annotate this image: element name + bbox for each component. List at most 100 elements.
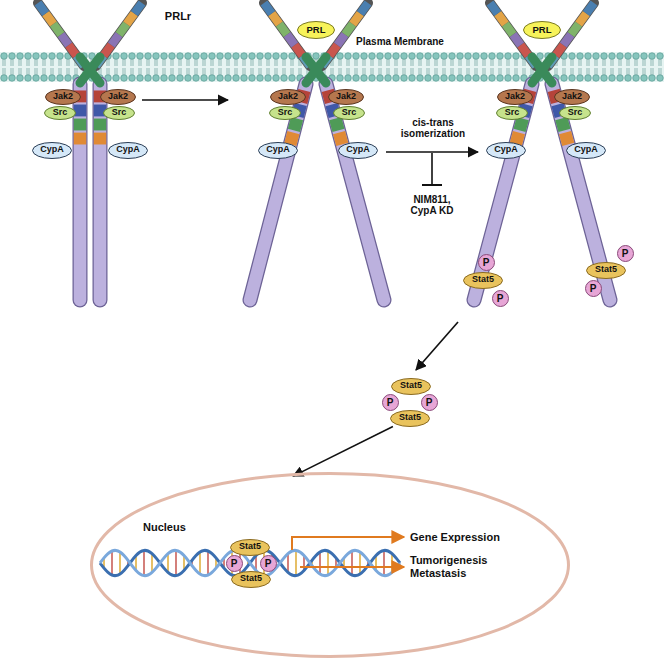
node-shape [487,142,526,158]
base-pair [143,550,145,576]
node-label: Stat5 [399,413,421,423]
node-shape [585,280,601,296]
receptor-arm-stripe [556,45,564,56]
nucleus: NucleusStat5PPStat5 [90,472,570,658]
node-label: Stat5 [472,275,494,285]
base-pair [295,550,297,576]
node-shape [421,394,437,410]
node-label: Src [342,108,357,118]
node-shape [104,107,135,120]
receptor-arm-stripe [264,3,272,14]
inhibition-line [431,153,433,185]
receptor-arm-stripe [295,45,303,56]
receptor-domain [565,133,568,145]
outcome-arrow [300,566,404,568]
node-label: Stat5 [239,542,261,552]
receptor-domain [94,119,107,131]
receptor-arm-stripe [360,3,368,14]
prl-receptor [38,3,142,300]
base-pair [319,552,321,575]
node-shape [339,142,378,158]
jak2-kinase: Jak2 [554,89,590,105]
receptor-arm-stripe [69,45,77,56]
node-shape [231,539,270,555]
base-pair [207,551,209,576]
phosphate: P [421,394,438,411]
node-label: Nucleus [143,521,186,533]
node-label: P [426,397,433,408]
node-label: Stat5 [595,265,617,275]
base-pair [383,550,385,576]
node-label: P [622,248,629,259]
node-shape [33,142,72,158]
receptor-arm-stripe [127,14,135,25]
node-label: P [590,283,597,294]
node-shape [109,142,148,158]
node-label: Src [568,108,583,118]
node-shape [492,290,508,306]
base-pair [119,552,121,575]
src-kinase: Src [44,106,76,120]
node-shape [498,90,533,105]
node-label: Stat5 [240,574,262,584]
node-shape [524,22,561,39]
stat5-protein: Stat5 [463,272,503,289]
node-shape [555,90,590,105]
node-shape [101,90,136,105]
receptor-arm-stripe [119,24,127,35]
node-shape [587,262,626,278]
base-pair [359,552,361,575]
node-shape [92,474,569,657]
node-label: Jak2 [278,92,298,102]
receptor-rod [74,84,87,300]
node-shape [259,142,298,158]
receptor-arm-stripe [505,24,513,35]
cyclophilin-a: CypA [32,142,72,159]
receptor-arm-stripe [579,14,587,25]
receptor-rod-outline [73,84,88,300]
node-label: CypA [40,145,64,155]
jak2-kinase: Jak2 [328,89,364,105]
cyclophilin-a: CypA [486,142,526,159]
node-shape [334,107,365,120]
receptor-arm-stripe [272,14,280,25]
node-label: Stat5 [400,381,422,391]
node-shape [46,90,81,105]
node-label: Src [53,108,68,118]
receptor-arm-stripe [513,35,521,46]
node-label: P [231,558,238,569]
jak2-kinase: Jak2 [497,89,533,105]
transmembrane-domain [80,57,100,83]
prl-receptor [474,3,610,300]
receptor-arm-stripe [490,3,498,14]
stat5-protein: Stat5 [391,378,431,395]
phosphate: P [585,280,602,297]
node-outline [90,472,570,658]
transmembrane-domain [80,57,100,83]
receptor-domain [290,133,293,145]
jak2-kinase: Jak2 [270,89,306,105]
src-kinase: Src [269,106,301,120]
stat5-protein: Stat5 [231,571,271,588]
inhibitor-label: NIM811, CypA KD [400,194,464,217]
cyclophilin-a: CypA [338,142,378,159]
cyclophilin-a: CypA [258,142,298,159]
receptor-domain [561,119,564,131]
base-pair [199,552,201,575]
node-shape [464,272,503,288]
node-label: Jak2 [108,92,128,102]
receptor-rod-outline [250,84,306,300]
node-label: CypA [494,145,518,155]
node-label: Src [505,108,520,118]
expression-arrow [292,537,404,550]
jak2-kinase: Jak2 [100,89,136,105]
receptor-arm-stripe [111,35,119,46]
translocation-arrow [416,322,458,370]
receptor-arm-stripe [38,3,46,14]
phosphate: P [617,245,634,262]
transmembrane-domain [306,57,326,83]
src-kinase: Src [333,106,365,120]
translocation-arrow [293,427,393,477]
receptor-arm-stripe [498,14,506,25]
stat5-protein: Stat5 [390,410,430,427]
